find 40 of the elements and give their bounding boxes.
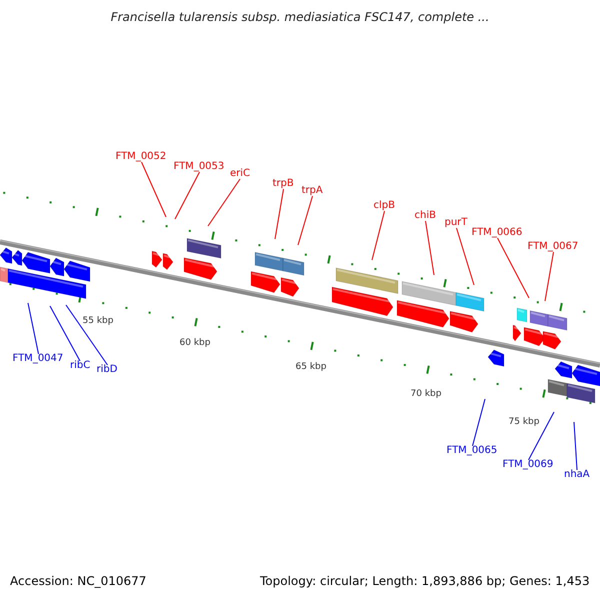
leader-line	[456, 228, 474, 286]
gene-label: FTM_0047	[12, 354, 64, 364]
leader-line	[425, 220, 434, 276]
gene-label: purT	[444, 218, 468, 228]
scale-label: 55 kbp	[82, 317, 114, 326]
genome-summary-text: Topology: circular; Length: 1,893,886 bp; Genes: 1,453	[260, 575, 590, 587]
leader-line	[574, 422, 578, 470]
leader-line	[28, 302, 39, 354]
leader-line	[208, 178, 240, 226]
gene-label: FTM_0069	[502, 460, 554, 470]
scale-label: 60 kbp	[180, 339, 210, 348]
leader-line	[66, 304, 108, 366]
leader-line	[141, 162, 166, 218]
gene-label: trpA	[302, 186, 323, 196]
gene-label: chiB	[414, 211, 436, 221]
gene-label: eriC	[230, 169, 250, 179]
accession-text: Accession: NC_010677	[10, 575, 146, 587]
leader-line	[372, 210, 385, 260]
scale-label: 65 kbp	[296, 363, 326, 372]
leader-line	[50, 306, 80, 362]
leader-line	[528, 412, 554, 460]
gene-label: ribD	[96, 365, 118, 375]
gene-label: FTM_0066	[472, 228, 522, 238]
gene-label: clpB	[374, 201, 395, 211]
leader-line	[544, 252, 554, 302]
scale-label: 70 kbp	[410, 390, 442, 399]
leader-line	[298, 196, 313, 246]
gene-label: nhaA	[564, 470, 590, 480]
gene-label: FTM_0053	[174, 162, 224, 172]
gene-label: trpB	[272, 179, 294, 189]
scale-label: 75 kbp	[508, 418, 540, 427]
title: Francisella tularensis subsp. mediasiatica FSC147, complete ...	[110, 11, 490, 23]
gene-label: FTM_0067	[528, 242, 578, 252]
gene-label: FTM_0065	[446, 446, 498, 456]
gene-label: FTM_0052	[116, 152, 166, 162]
leader-line	[472, 398, 486, 446]
leader-line	[497, 238, 530, 298]
leader-line	[274, 188, 284, 240]
leader-line	[174, 172, 200, 220]
gene-label: ribC	[70, 361, 90, 371]
